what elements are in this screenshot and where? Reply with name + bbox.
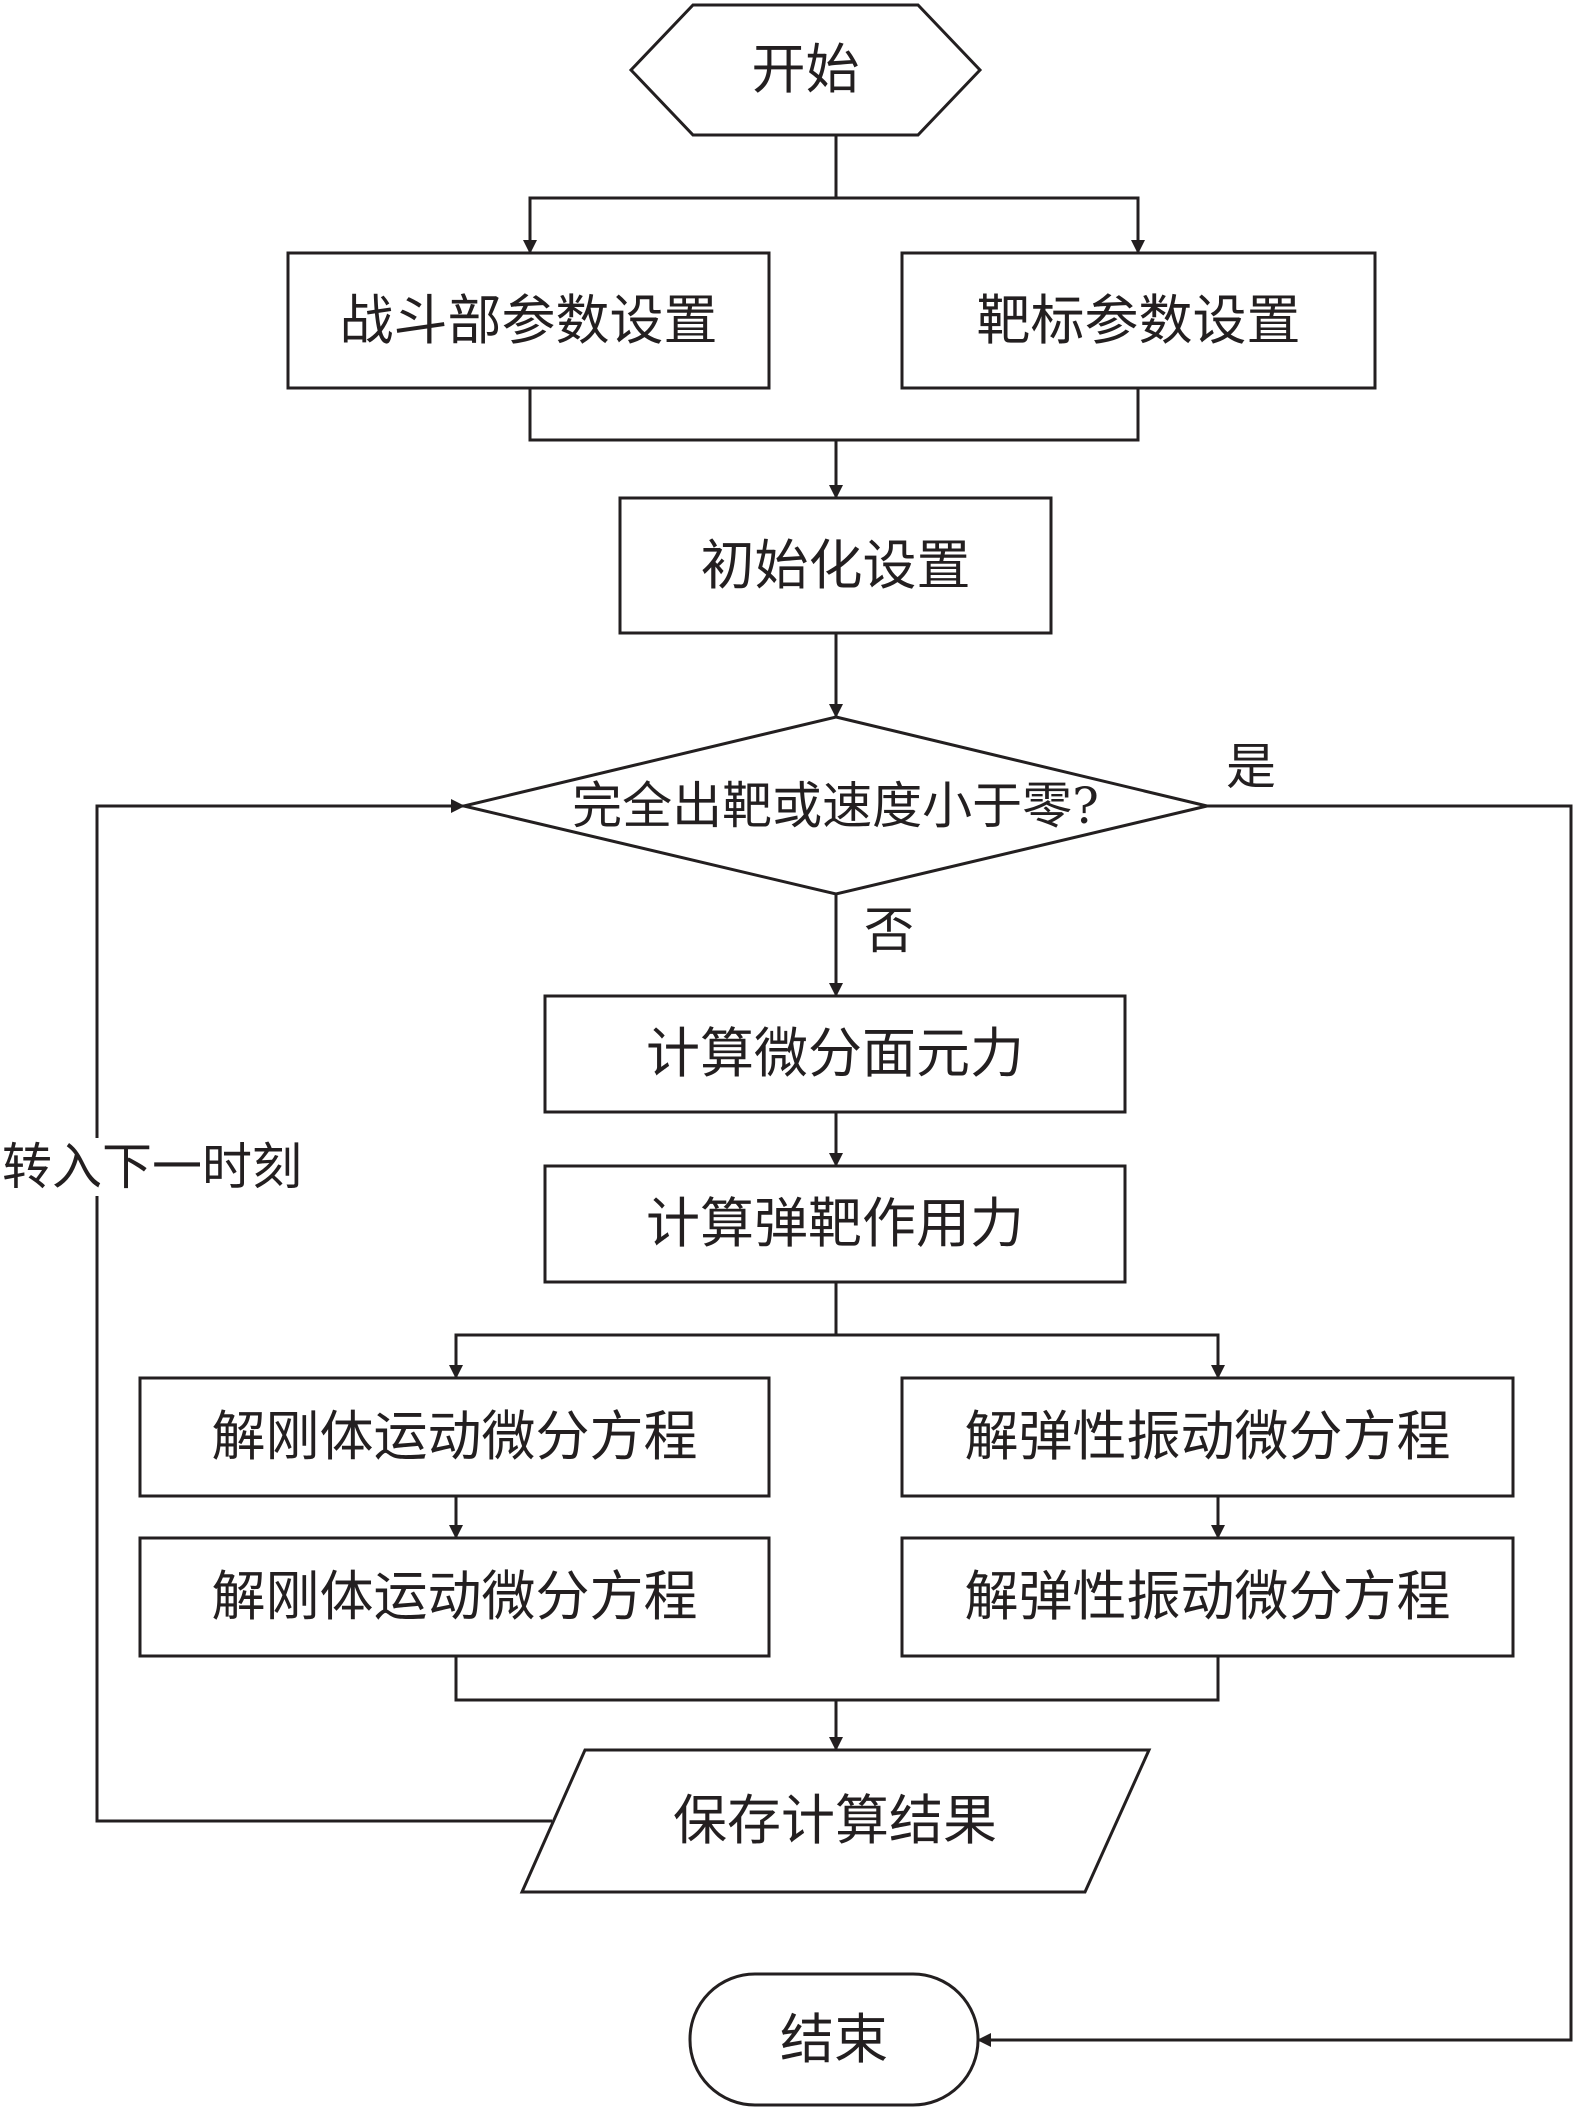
connector-yes-to-end	[977, 804, 1573, 2047]
warhead-params-label: 战斗部参数设置	[339, 288, 718, 352]
init-label: 初始化设置	[700, 533, 971, 597]
warhead-params-box	[286, 251, 771, 390]
rigid-eq-label-1: 解刚体运动微分方程	[211, 1405, 698, 1468]
elastic-eq-label-1: 解弹性振动微分方程	[964, 1405, 1451, 1468]
connector-to-elastic-1	[836, 1333, 1225, 1379]
start-label: 开始	[751, 38, 860, 101]
calc-element-force-label: 计算微分面元力	[646, 1022, 1024, 1085]
target-params-label: 靶标参数设置	[976, 288, 1301, 352]
no-label: 否	[864, 902, 914, 960]
connector-solvers-merge	[454, 1656, 1220, 1702]
decision-label: 完全出靶或速度小于零?	[572, 777, 1099, 835]
calc-projectile-force-label: 计算弹靶作用力	[646, 1192, 1024, 1255]
elastic-eq-box-1	[900, 1376, 1515, 1498]
save-label: 保存计算结果	[673, 1789, 997, 1852]
start-hexagon	[628, 3, 983, 137]
yes-label: 是	[1226, 738, 1276, 796]
connector-params-merge	[528, 388, 1140, 442]
connector-to-target	[836, 196, 1145, 254]
elastic-eq-box-2	[900, 1536, 1515, 1658]
elastic-eq-label-2: 解弹性振动微分方程	[964, 1565, 1451, 1628]
connector-to-rigid-1	[449, 1333, 836, 1379]
end-label: 结束	[780, 2007, 888, 2071]
rigid-eq-label-2: 解刚体运动微分方程	[211, 1565, 698, 1628]
save-parallelogram	[519, 1748, 1152, 1894]
connector-loop-back	[95, 799, 552, 1823]
init-box	[618, 496, 1053, 635]
connector-to-warhead	[523, 196, 836, 254]
rigid-eq-box-2	[138, 1536, 771, 1658]
loop-label: 转入下一时刻	[2, 1138, 302, 1196]
